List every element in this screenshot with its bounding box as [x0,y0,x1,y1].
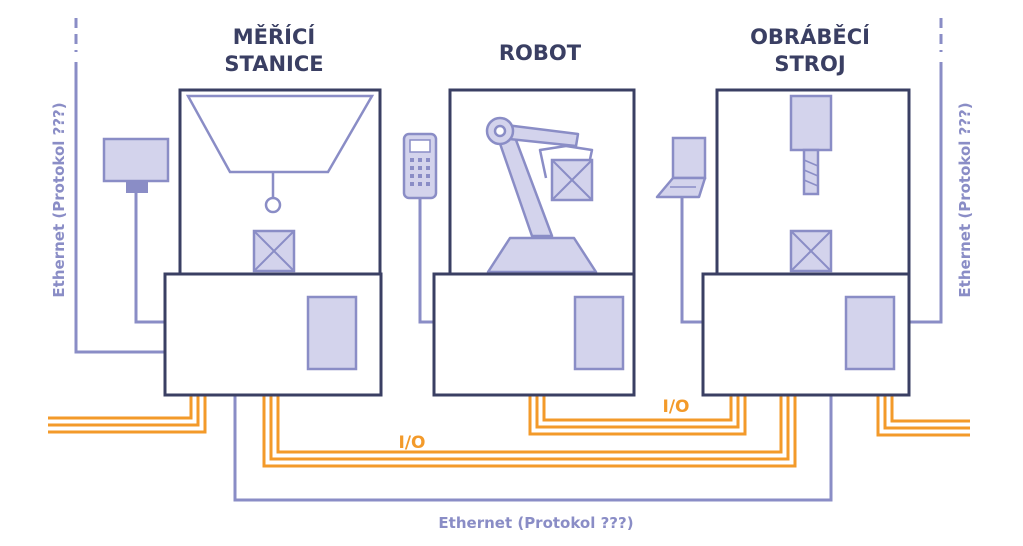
io-measuring-machine-label: I/O [399,433,426,453]
ethernet-right-label: Ethernet (Protokol ???) [956,102,974,297]
machine-panel [844,295,896,371]
measuring-terminal-monitor [102,137,170,193]
measuring-probe-frame [185,94,375,174]
measuring-station-title-line2: STANICE [224,52,323,76]
robot-panel [573,295,625,371]
ethernet-bottom-line [233,378,833,502]
measuring-workpiece-box [252,229,296,273]
io-robot-machine-label: I/O [663,397,690,417]
machine-laptop-icon [655,136,707,199]
robot-teach-pendant-icon [402,132,438,200]
measuring-probe-tip [264,196,282,214]
machine-spindle-head [789,94,833,152]
ethernet-left-line [74,62,180,354]
ethernet-bottom-label: Ethernet (Protokol ???) [438,514,633,532]
io-bus-measuring-to-machine [262,378,797,468]
robot-station-title: ROBOT [499,41,582,65]
station-titles: MĚŘÍCÍ STANICE ROBOT OBRÁBĚCÍ STROJ [224,24,870,76]
robot-held-box [550,158,594,202]
machine-station-title-line1: OBRÁBĚCÍ [750,24,870,49]
machine-station-title-line2: STROJ [774,52,845,76]
machine-station [655,88,911,397]
measuring-station [102,88,383,397]
connection-labels: Ethernet (Protokol ???) Ethernet (Protok… [50,102,974,532]
machine-workpiece-box [789,229,833,273]
ethernet-right-line [905,62,943,324]
machine-drill-bit-icon [802,148,820,196]
measuring-station-title-line1: MĚŘÍCÍ [233,24,316,49]
measuring-station-panel [306,295,358,371]
robot-arm-icon [485,116,598,274]
ethernet-left-label: Ethernet (Protokol ???) [50,102,68,297]
io-bus-robot-to-machine [528,378,747,436]
robot-station [402,88,636,397]
